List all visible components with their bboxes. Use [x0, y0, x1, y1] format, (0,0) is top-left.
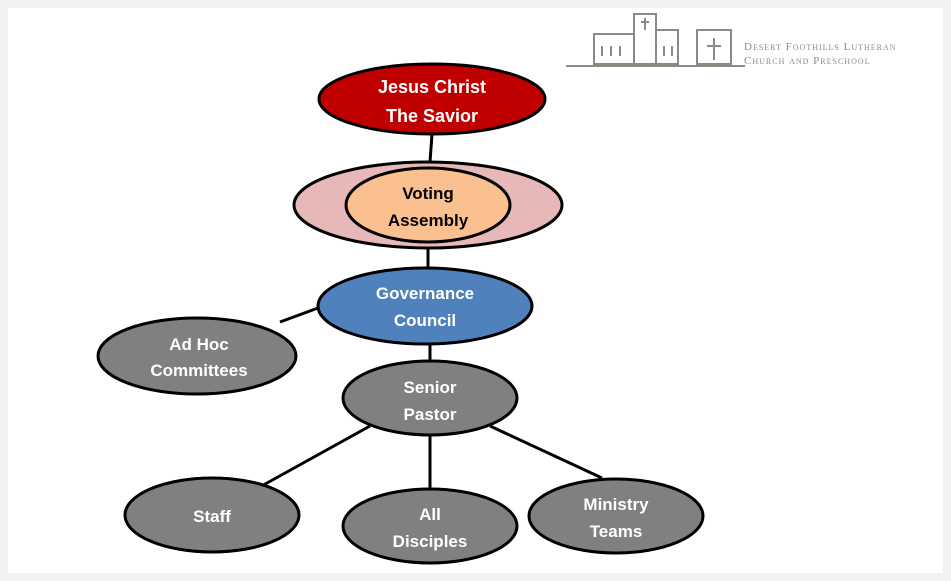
logo-line2: Church and Preschool — [744, 55, 871, 67]
node-jesus-line1: Jesus Christ — [378, 77, 486, 97]
node-disciples-line1: All — [419, 505, 441, 524]
node-governance-shape — [316, 266, 534, 346]
node-adhoc-shape — [96, 316, 298, 396]
connector-pastor-ministry — [489, 424, 603, 480]
node-governance-line1: Governance — [376, 284, 474, 303]
node-adhoc-committees: Ad Hoc Committees — [96, 316, 298, 396]
connector-governance-adhoc — [279, 306, 319, 324]
node-voting-line1: Voting — [402, 184, 454, 203]
node-jesus-christ: Jesus Christ The Savior — [317, 62, 547, 136]
node-disciples-shape — [341, 487, 519, 565]
node-staff: Staff — [123, 476, 301, 554]
church-building-icon — [566, 13, 745, 67]
connector-jesus-voting — [428, 133, 434, 163]
node-ministry-teams: Ministry Teams — [527, 477, 705, 555]
connector-pastor-staff — [257, 424, 371, 490]
node-staff-shape — [123, 476, 301, 554]
node-adhoc-line1: Ad Hoc — [169, 335, 229, 354]
church-logo — [566, 13, 745, 67]
node-voting-assembly: Voting Assembly — [292, 160, 564, 250]
node-voting-line2: Assembly — [388, 211, 469, 230]
logo-line1: Desert Foothills Lutheran — [744, 41, 897, 53]
node-ministry-line1: Ministry — [583, 495, 649, 514]
node-disciples-line2: Disciples — [393, 532, 468, 551]
cross-icon — [696, 29, 732, 65]
node-governance-council: Governance Council — [316, 266, 534, 346]
node-pastor-line2: Pastor — [404, 405, 457, 424]
node-ministry-shape — [527, 477, 705, 555]
node-staff-line1: Staff — [193, 507, 231, 526]
node-jesus-line2: The Savior — [386, 106, 478, 126]
node-all-disciples: All Disciples — [341, 487, 519, 565]
node-pastor-line1: Senior — [404, 378, 457, 397]
node-voting-inner-shape — [344, 166, 512, 244]
node-governance-line2: Council — [394, 311, 456, 330]
node-senior-pastor: Senior Pastor — [341, 359, 519, 437]
connectors — [257, 133, 603, 490]
node-adhoc-line2: Committees — [150, 361, 247, 380]
node-ministry-line2: Teams — [590, 522, 643, 541]
node-pastor-shape — [341, 359, 519, 437]
node-jesus-shape — [317, 62, 547, 136]
